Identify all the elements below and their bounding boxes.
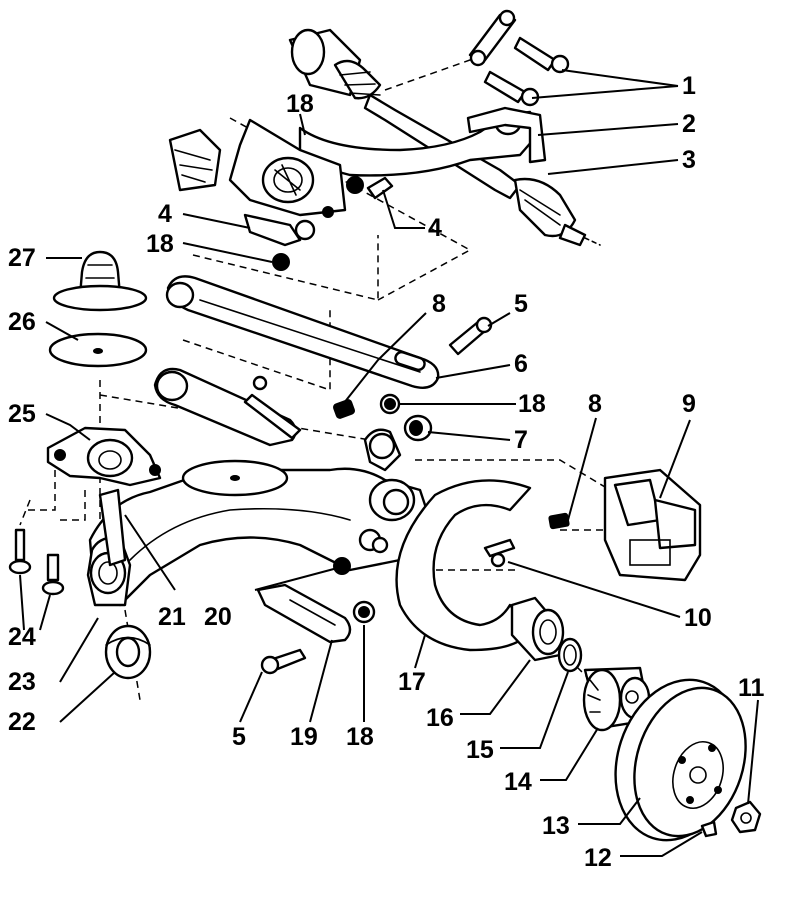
callout-2: 2 [682,110,696,138]
callout-10: 10 [684,604,712,632]
mounting-bracket [46,426,162,487]
callout-13: 13 [542,812,570,840]
upper-control-arm [298,106,547,177]
bolt-5-top [448,316,493,356]
callout-1: 1 [682,72,696,100]
wheel-nut [730,800,762,834]
callout-24: 24 [8,623,36,651]
callout-3: 3 [682,146,696,174]
callout-18: 18 [346,723,374,751]
adjusting-link [256,557,376,675]
callout-25: 25 [8,400,36,428]
callout-14: 14 [504,768,532,796]
brake-caliper [548,468,702,582]
transverse-link [165,275,440,389]
callout-5: 5 [514,290,528,318]
callout-19: 19 [290,723,318,751]
callout-5: 5 [232,723,246,751]
brake-backing-plate [395,479,532,652]
callout-4: 4 [158,200,172,228]
upper-spring-mount [168,118,394,271]
small-fasteners [332,393,433,442]
callout-20: 20 [204,603,232,631]
callout-labels: 1 2 3 18 4 4 18 27 26 8 5 6 18 8 9 7 25 … [8,72,765,872]
bolts-24 [8,528,65,596]
callout-21: 21 [158,603,186,631]
brake-disc [614,678,747,842]
callout-26: 26 [8,308,36,336]
bump-stop [52,250,148,312]
bushing-22 [104,624,152,680]
callout-4: 4 [428,214,442,242]
callout-7: 7 [514,426,528,454]
bolts-1 [468,9,570,107]
trailing-link [153,367,302,447]
callout-8: 8 [432,290,446,318]
callout-18: 18 [146,230,174,258]
callout-17: 17 [398,668,426,696]
trailing-arm [88,428,432,607]
leader-lines [19,69,759,857]
callout-18: 18 [518,390,546,418]
callout-16: 16 [426,704,454,732]
callout-22: 22 [8,708,36,736]
callout-23: 23 [8,668,36,696]
callout-9: 9 [682,390,696,418]
spring-washer [48,332,148,368]
disc-screw [700,820,718,838]
callout-18: 18 [286,90,314,118]
circlip [557,637,583,673]
pivot-bushing-housing [86,488,132,607]
callout-27: 27 [8,244,36,272]
callout-11: 11 [738,674,765,702]
callout-8: 8 [588,390,602,418]
callout-12: 12 [584,844,612,872]
callout-15: 15 [466,736,494,764]
callout-6: 6 [514,350,528,378]
wheel-bearing [510,596,565,662]
